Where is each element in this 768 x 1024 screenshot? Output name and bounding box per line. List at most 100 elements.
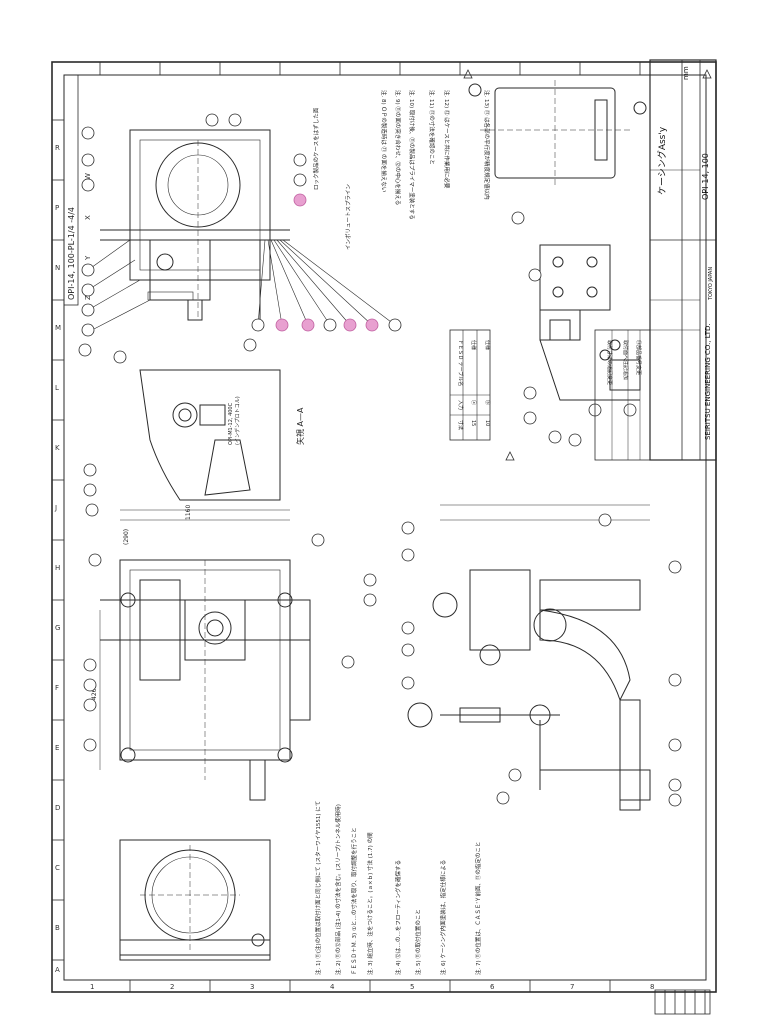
svg-text:注. 10) 取付け後、⑪の製品はプライマー塗装とする: 注. 10) 取付け後、⑪の製品はプライマー塗装とする (408, 90, 416, 220)
view-a-a-detail (139, 369, 281, 501)
svg-text:8: 8 (650, 983, 654, 991)
svg-text:A: A (55, 966, 60, 974)
zone-numbers-bottom: 1 2 3 4 5 6 7 8 (90, 983, 654, 991)
svg-text:10: 10 (484, 420, 490, 426)
svg-text:ⓑ: ⓑ (484, 400, 491, 405)
top-view-notes: ロック製品のケースをはずした面 インボリュートスプライン (312, 107, 352, 250)
svg-text:R: R (55, 144, 60, 152)
title-block: ケーシングAss'y OPI-14, 100 SEIRITSU ENGINEER… (649, 59, 717, 461)
inner-border (63, 74, 707, 981)
svg-text:注. 6) ケーシング内面塗装は、指定仕様による: 注. 6) ケーシング内面塗装は、指定仕様による (439, 860, 447, 975)
svg-text:Y: Y (84, 255, 92, 261)
revision-column-bottom (654, 989, 711, 1015)
svg-text:注. 1) ⑪(注)の位置は取付け面と同じ側にて (スターワ: 注. 1) ⑪(注)の位置は取付け面と同じ側にて (スターワイヤ1551) にて (314, 801, 322, 975)
svg-text:7: 7 (570, 983, 574, 991)
fesd-table: ＦＥＳＤ テーブル名 入力 寸法 仕様 ⓐ 15 仕様 ⓑ 10 (449, 329, 491, 441)
svg-text:N: N (55, 264, 60, 272)
svg-text:注. 11) ⑪の寸法を確認のこと: 注. 11) ⑪の寸法を確認のこと (428, 90, 436, 165)
highlighted-callouts (275, 193, 379, 332)
leader-lines-top (87, 239, 396, 331)
svg-text:G: G (55, 624, 60, 632)
highlight-callout (293, 193, 307, 207)
svg-text:インボリュートスプライン: インボリュートスプライン (344, 183, 352, 250)
zone-letters-left: R P N M L K J H G F E D C B A (54, 144, 61, 974)
svg-text:2: 2 (170, 983, 174, 991)
svg-text:L: L (55, 384, 59, 392)
svg-text:M: M (55, 324, 61, 332)
svg-text:注. 7) ⑪の位置は、ＣＡＳＥ'Ｙ前面、⑪の指定のこと: 注. 7) ⑪の位置は、ＣＡＳＥ'Ｙ前面、⑪の指定のこと (474, 842, 482, 975)
svg-text:B: B (55, 924, 60, 932)
view-b-plate (468, 80, 647, 185)
callout-balloons-far-right (511, 211, 637, 447)
zone-ticks-top (99, 62, 641, 75)
flange-view (119, 839, 271, 961)
svg-text:4: 4 (330, 983, 335, 991)
svg-text:ＦＥＳＤ テーブル名: ＦＥＳＤ テーブル名 (457, 340, 464, 386)
svg-text:Z: Z (84, 295, 92, 300)
zone-ticks-bottom (129, 980, 611, 992)
highlight-callout (275, 318, 289, 332)
drawing-number: OPI-14, 100 (701, 153, 710, 200)
svg-text:入力: 入力 (457, 400, 464, 410)
zone-letters-top: Z Y X W (84, 173, 92, 300)
svg-text:取付寸法の追記変更: 取付寸法の追記変更 (606, 340, 613, 385)
part-number-box: OPI-14, 100-PL-1/4 -4/4 (63, 74, 79, 306)
view-ref-sub-label: (インデンプロトコル) (234, 396, 241, 445)
svg-text:6: 6 (490, 983, 495, 991)
svg-text:K: K (55, 444, 60, 452)
svg-text:ＦＥＳＤ＋Ｍ. 3) ①と…の寸法を取り、取付調整を行うこと: ＦＥＳＤ＋Ｍ. 3) ①と…の寸法を取り、取付調整を行うこと (350, 827, 358, 975)
svg-text:F: F (55, 684, 59, 692)
svg-text:X: X (84, 215, 92, 220)
svg-text:注. 2) ⑪の⑫部品 (注1-4) の寸法を含む。(スリー: 注. 2) ⑪の⑫部品 (注1-4) の寸法を含む。(スリープ/トンネル使用時) (334, 804, 342, 975)
main-view-dimensions: (290) 1160 426 (91, 505, 192, 700)
corner-triangles (463, 69, 712, 461)
svg-text:ロック製品のケースをはずした面: ロック製品のケースをはずした面 (312, 107, 320, 190)
svg-text:D: D (55, 804, 60, 812)
general-notes: 注. 1) ⑪(注)の位置は取付け面と同じ側にて (スターワイヤ1551) にて… (314, 801, 482, 975)
title-text: ケーシングAss'y (656, 126, 668, 195)
svg-text:仕様: 仕様 (470, 340, 477, 350)
svg-text:5: 5 (410, 983, 414, 991)
callout-balloons-top (78, 113, 402, 364)
revision-table: 取付寸法の追記変更 取付面へ注記追加 ⑪部品番号変更 (594, 329, 651, 461)
svg-text:寸法: 寸法 (457, 420, 464, 430)
svg-text:注. 8) ＯＰの製造時は ⑪ の面を揃えない: 注. 8) ＯＰの製造時は ⑪ の面を揃えない (380, 90, 388, 193)
svg-text:H: H (55, 564, 60, 572)
svg-text:仕様: 仕様 (484, 340, 491, 350)
svg-text:取付面へ注記追加: 取付面へ注記追加 (622, 340, 629, 380)
view-ref-label: OPI-M1-12, 400C (228, 402, 234, 445)
svg-text:P: P (55, 204, 59, 212)
outer-border (51, 61, 717, 993)
svg-text:1160: 1160 (185, 505, 192, 520)
svg-text:注. 3) 組立時、注をつけること。(ａ×ｂ) 寸法 (1.: 注. 3) 組立時、注をつけること。(ａ×ｂ) 寸法 (1.7) の間 (366, 832, 374, 975)
svg-text:⑪部品番号変更: ⑪部品番号変更 (635, 340, 642, 375)
view-a-a-label: 矢視 A—A (295, 407, 305, 445)
casing-top-view (100, 129, 290, 321)
main-side-view (99, 509, 311, 801)
notes-right: 注. 8) ＯＰの製造時は ⑪ の面を揃えない 注. 9) ⑪の面の突き合わせ、… (380, 90, 491, 220)
company-name: SEIRITSU ENGINEERING CO., LTD. (704, 323, 712, 440)
svg-text:注. 4) ⑫は…の…をフローティングを確保する: 注. 4) ⑫は…の…をフローティングを確保する (394, 860, 402, 975)
svg-text:注. 13) ⑪ は各部の平行度が精度規定値以内: 注. 13) ⑪ は各部の平行度が精度規定値以内 (483, 90, 491, 200)
unit-label: mm (682, 66, 690, 80)
svg-text:注. 5) ⑪の取付位置のこと: 注. 5) ⑪の取付位置のこと (414, 909, 422, 975)
svg-text:1: 1 (90, 983, 94, 991)
svg-text:(290): (290) (123, 529, 130, 545)
svg-text:注. 12) ⑫ はケースと共に作業用に必要: 注. 12) ⑫ はケースと共に作業用に必要 (443, 90, 451, 189)
valve-assembly-view (407, 504, 651, 811)
callout-balloons-right (401, 513, 682, 807)
svg-text:J: J (54, 504, 57, 512)
made-in-label: TOKYO JAPAN (708, 267, 714, 301)
callout-balloons-left (83, 463, 377, 752)
svg-text:E: E (55, 744, 59, 752)
svg-text:3: 3 (250, 983, 254, 991)
svg-text:W: W (84, 173, 92, 180)
zone-ticks-left (52, 119, 64, 961)
svg-text:426: 426 (91, 688, 98, 700)
highlight-callout (343, 318, 357, 332)
highlight-callout (301, 318, 315, 332)
highlight-callout (365, 318, 379, 332)
svg-text:ⓐ: ⓐ (470, 400, 477, 405)
svg-text:C: C (55, 864, 60, 872)
